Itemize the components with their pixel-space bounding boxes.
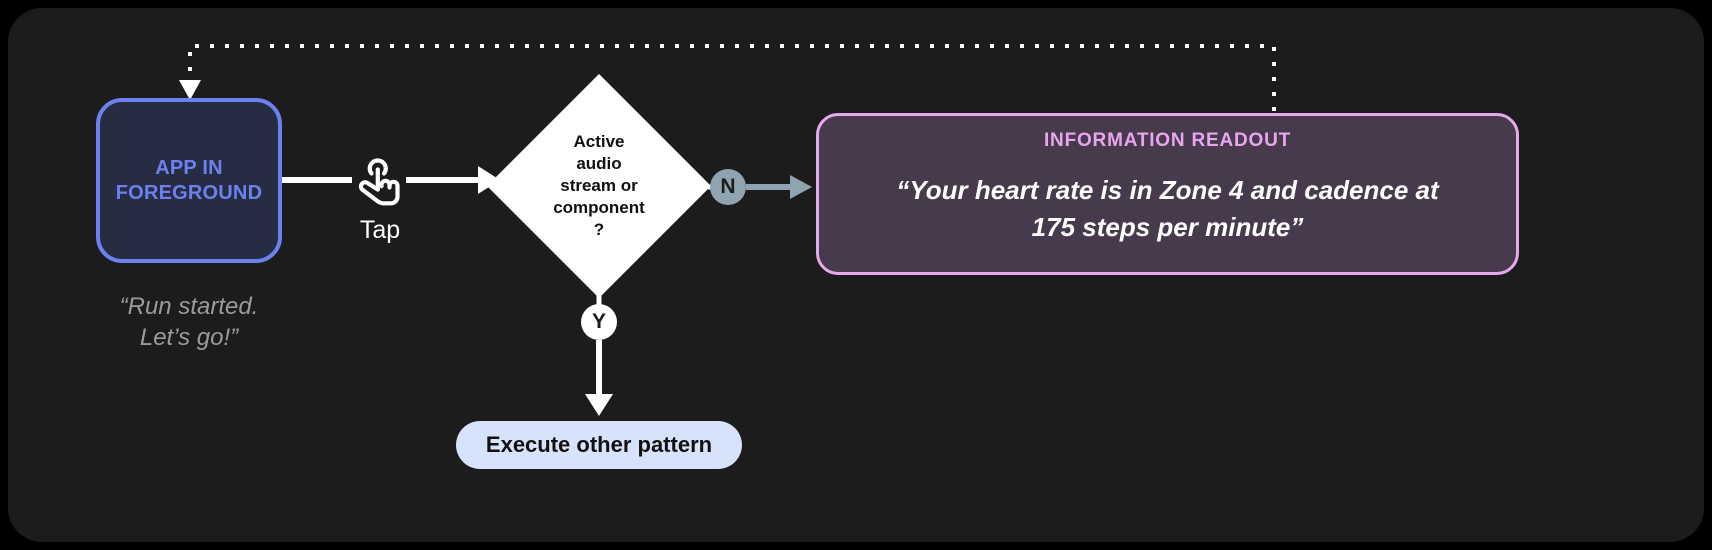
app-caption-line-2: Let’s go!” xyxy=(139,324,239,352)
node-app-in-foreground[interactable]: APP IN FOREGROUND xyxy=(96,98,282,263)
app-caption-line-1: “Run started. xyxy=(119,293,259,320)
node-information-readout[interactable]: INFORMATION READOUT “Your heart rate is … xyxy=(816,113,1519,275)
decision-line-4: component xyxy=(553,198,645,218)
diagram-canvas: APP IN FOREGROUND “Run started. Let’s go… xyxy=(8,8,1704,542)
information-readout-body: “Your heart rate is in Zone 4 and cadenc… xyxy=(819,172,1516,246)
connector-layer xyxy=(179,44,1276,416)
tap-gesture-label: Tap xyxy=(359,216,401,244)
information-readout-title: INFORMATION READOUT xyxy=(1043,130,1292,151)
node-execute-other-pattern[interactable]: Execute other pattern xyxy=(456,421,742,469)
app-in-foreground-label: APP IN FOREGROUND xyxy=(116,156,262,206)
tap-hand-icon xyxy=(358,158,400,206)
app-in-foreground-caption: “Run started. Let’s go!” xyxy=(86,291,292,353)
connector-readout-feedback xyxy=(188,44,1276,111)
decision-line-5: ? xyxy=(593,220,605,240)
arrowhead-yes-to-execute xyxy=(585,394,613,416)
decision-line-3: stream or xyxy=(560,175,638,195)
node-decision-active-audio[interactable]: Active audio stream or component ? xyxy=(485,72,713,300)
readout-body-line-2: 175 steps per minute” xyxy=(1031,211,1304,242)
decision-line-2: audio xyxy=(576,153,622,173)
arrowhead-no-to-readout xyxy=(790,175,812,199)
execute-other-pattern-label: Execute other pattern xyxy=(485,432,713,457)
decision-label: Active audio stream or component ? xyxy=(519,131,679,241)
decision-diamond-shape xyxy=(487,74,711,298)
branch-badge-yes: Y xyxy=(581,304,617,340)
readout-body-line-1: “Your heart rate is in Zone 4 and cadenc… xyxy=(896,175,1439,205)
decision-line-1: Active xyxy=(573,131,625,151)
arrowhead-readout-feedback xyxy=(179,80,201,100)
branch-badge-no: N xyxy=(710,169,746,205)
app-label-line-1: APP IN xyxy=(155,156,223,179)
app-label-line-2: FOREGROUND xyxy=(115,181,263,204)
